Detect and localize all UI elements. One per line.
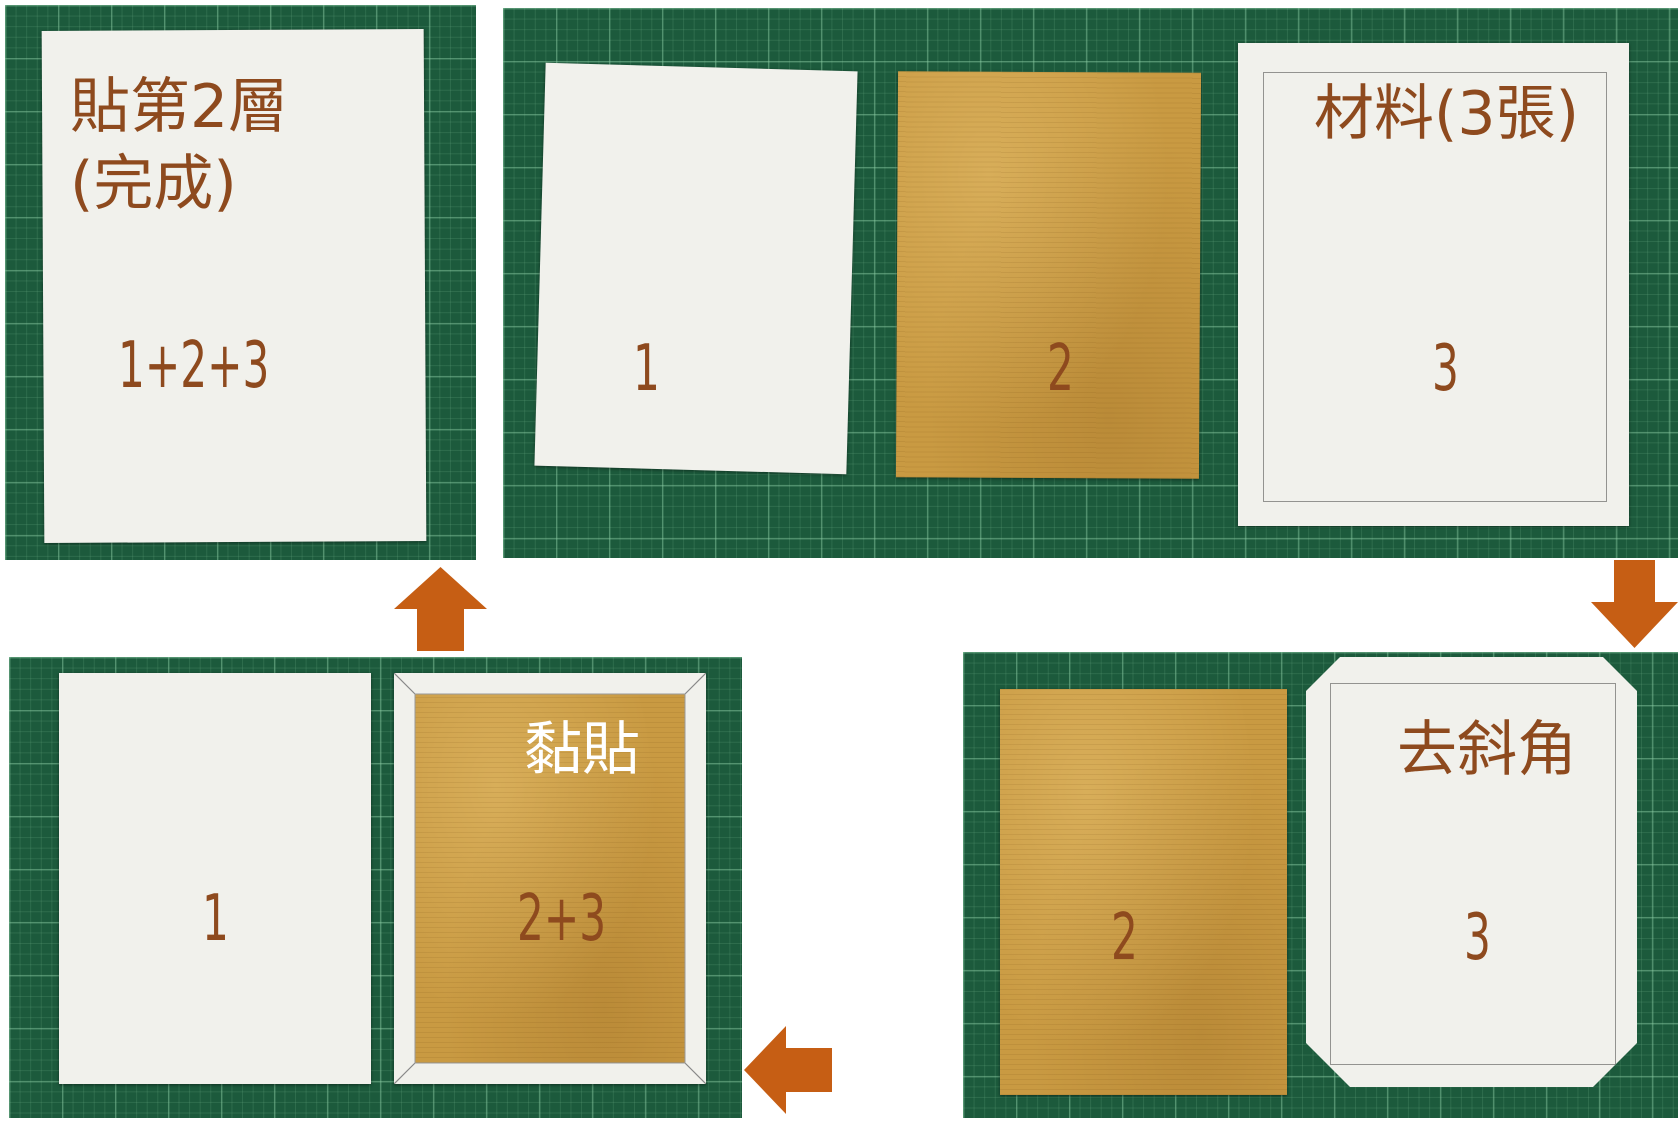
glue-title: 黏貼: [524, 715, 641, 783]
materials-title: 材料(3張): [1314, 79, 1579, 149]
chamfer-sheet-3: [1306, 657, 1637, 1087]
glue-frame-sheet-3: [394, 673, 706, 1084]
materials-sheet-3-label: 3: [1432, 332, 1459, 406]
chamfer-sheet-3-label: 3: [1464, 901, 1491, 975]
pencil-guide-rectangle: [1263, 72, 1607, 502]
finished-subtitle: (完成): [70, 149, 237, 219]
arrow-up-icon: [394, 567, 487, 651]
materials-sheet-3: [1238, 43, 1629, 526]
materials-sheet-2-label: 2: [1047, 332, 1074, 406]
glue-panel: 黏貼 1 2+3: [9, 657, 742, 1118]
chamfer-title: 去斜角: [1397, 715, 1577, 785]
finished-sheet-label: 1+2+3: [118, 329, 270, 403]
chamfer-sheet-2-label: 2: [1111, 901, 1138, 975]
pencil-guide-rectangle: [1330, 683, 1616, 1065]
materials-panel: 材料(3張) 1 2 3: [503, 8, 1678, 558]
finished-panel: 貼第2層 (完成) 1+2+3: [5, 5, 476, 560]
glue-sheet-2-3-label: 2+3: [517, 882, 607, 956]
glue-cardboard-sheet-2: [415, 694, 685, 1063]
mitred-corner-lines: [394, 673, 706, 1084]
chamfer-panel: 去斜角 2 3: [963, 652, 1678, 1118]
arrow-left-icon: [744, 1026, 832, 1114]
materials-sheet-1: [534, 62, 858, 475]
glue-sheet-1: [59, 673, 371, 1084]
arrow-down-icon: [1591, 560, 1678, 648]
chamfer-sheet-2: [1000, 689, 1287, 1095]
materials-sheet-1-label: 1: [633, 332, 660, 406]
finished-title: 貼第2層: [70, 72, 289, 142]
materials-sheet-2: [895, 71, 1202, 479]
glue-sheet-1-label: 1: [202, 882, 229, 956]
